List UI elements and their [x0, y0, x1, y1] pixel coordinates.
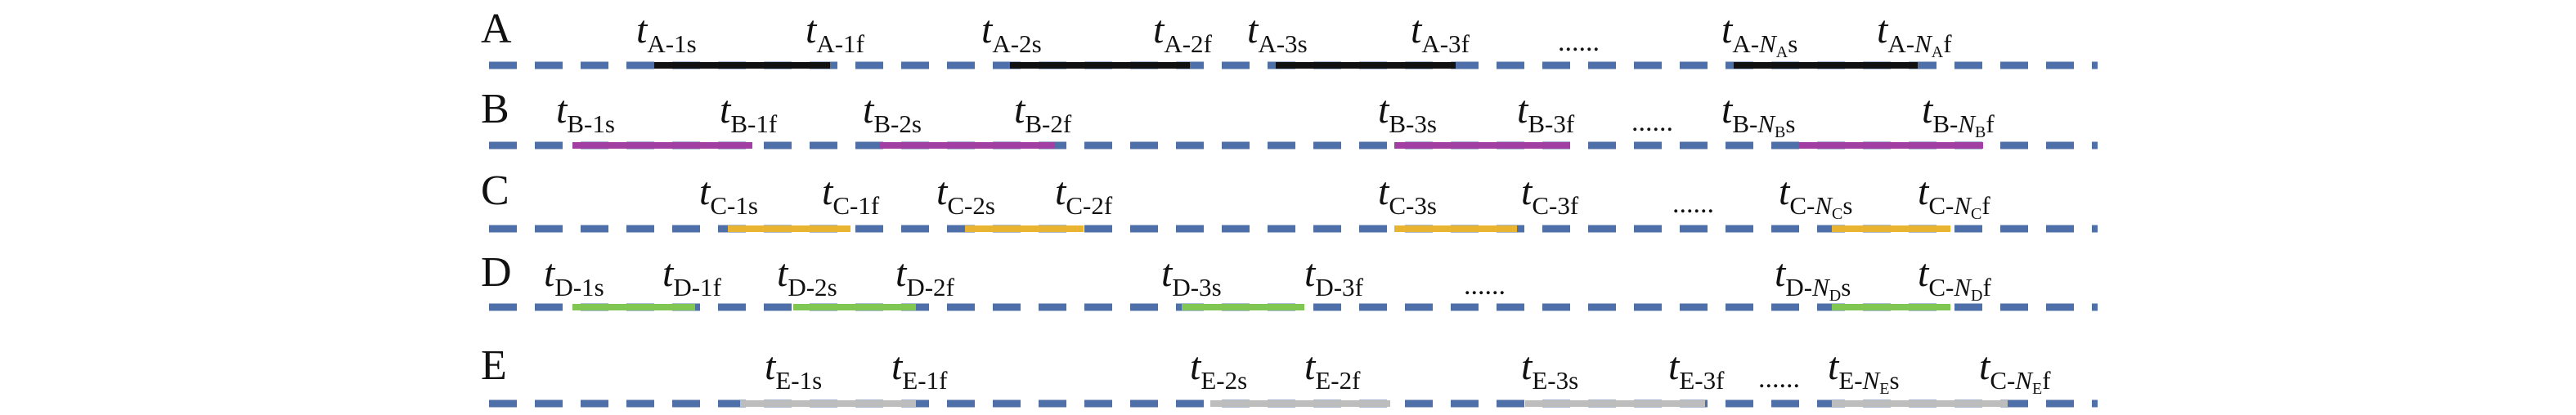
lane-label-d: D [481, 249, 512, 296]
start-time-label-c-4: tC-NCs [1779, 170, 1852, 223]
start-time-label-e-3: tE-3s [1521, 345, 1578, 395]
finish-time-label-e-2: tE-2f [1304, 345, 1361, 395]
finish-time-label-d-1: tD-1f [662, 252, 722, 301]
finish-time-label-e-1: tE-1f [891, 345, 948, 395]
ellipsis-c: ...... [1672, 189, 1714, 219]
finish-time-label-a-4: tA-NAf [1877, 8, 1952, 61]
finish-time-label-e-4: tC-NEf [1979, 345, 2051, 398]
finish-time-label-e-3: tE-3f [1668, 345, 1725, 395]
finish-time-label-c-4: tC-NCf [1918, 170, 1990, 223]
ellipsis-e: ...... [1758, 364, 1800, 394]
start-time-label-b-3: tB-3s [1378, 88, 1437, 138]
start-time-label-c-3: tC-3s [1378, 170, 1437, 220]
finish-time-label-b-4: tB-NBf [1922, 88, 1995, 141]
start-time-label-e-1: tE-1s [765, 345, 822, 395]
ellipsis-b: ...... [1631, 107, 1673, 137]
ellipsis-d: ...... [1464, 270, 1506, 301]
finish-time-label-b-2: tB-2f [1014, 88, 1072, 138]
finish-time-label-d-2: tD-2f [895, 252, 955, 301]
finish-time-label-a-2: tA-2f [1153, 8, 1213, 58]
finish-time-label-b-1: tB-1f [720, 88, 778, 138]
start-time-label-b-2: tB-2s [863, 88, 922, 138]
lane-label-b: B [481, 86, 509, 132]
finish-time-label-a-3: tA-3f [1411, 8, 1470, 58]
start-time-label-d-1: tD-1s [544, 252, 604, 301]
lane-label-a: A [481, 6, 512, 52]
start-time-label-a-1: tA-1s [636, 8, 697, 58]
start-time-label-c-1: tC-1s [699, 170, 758, 220]
finish-time-label-c-1: tC-1f [822, 170, 880, 220]
lane-label-c: C [481, 167, 509, 214]
start-time-label-b-4: tB-NBs [1721, 88, 1795, 141]
start-time-label-c-2: tC-2s [936, 170, 995, 220]
finish-time-label-b-3: tB-3f [1517, 88, 1575, 138]
ellipsis-a: ...... [1558, 27, 1600, 57]
start-time-label-d-4: tD-NDs [1775, 252, 1851, 305]
finish-time-label-d-3: tD-3f [1304, 252, 1364, 301]
start-time-label-e-4: tE-NEs [1828, 345, 1900, 398]
finish-time-label-c-2: tC-2f [1055, 170, 1113, 220]
start-time-label-d-3: tD-3s [1161, 252, 1222, 301]
finish-time-label-a-1: tA-1f [806, 8, 865, 58]
start-time-label-a-3: tA-3s [1247, 8, 1308, 58]
finish-time-label-c-3: tC-3f [1521, 170, 1579, 220]
start-time-label-d-2: tD-2s [777, 252, 837, 301]
start-time-label-e-2: tE-2s [1190, 345, 1247, 395]
start-time-label-a-4: tA-NAs [1721, 8, 1797, 61]
finish-time-label-d-4: tC-NDf [1918, 252, 1991, 305]
start-time-label-b-1: tB-1s [556, 88, 615, 138]
start-time-label-a-2: tA-2s [981, 8, 1042, 58]
lane-label-e: E [481, 342, 507, 389]
